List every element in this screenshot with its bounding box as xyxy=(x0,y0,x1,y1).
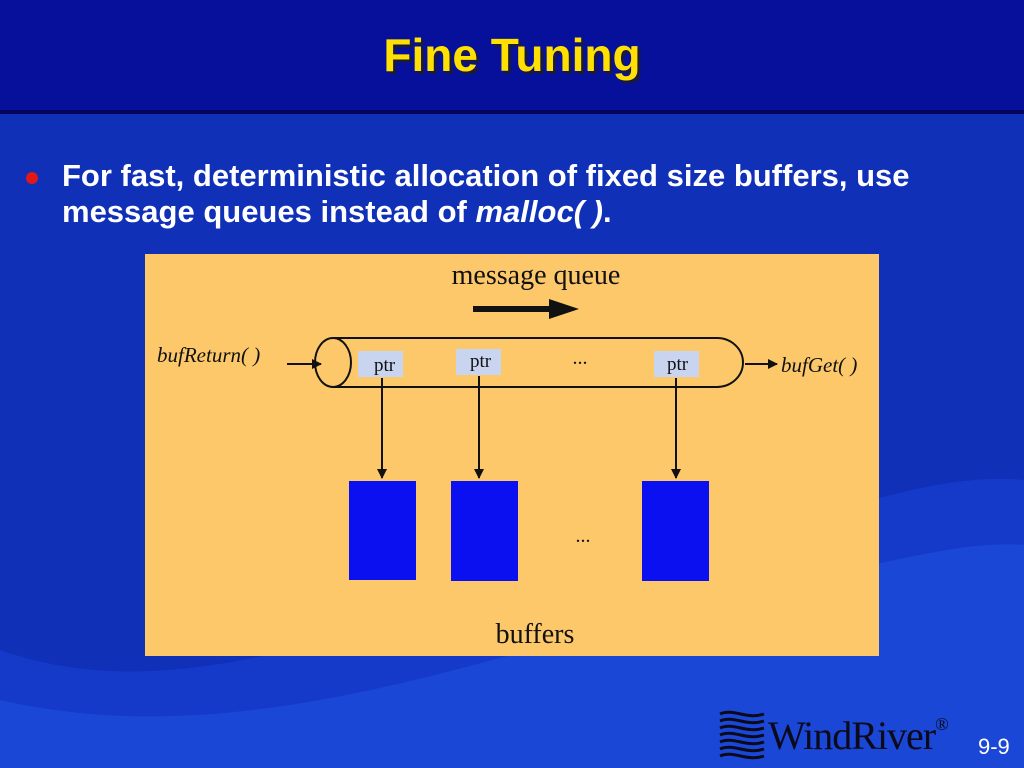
bullet-text: For fast, deterministic allocation of fi… xyxy=(62,158,1012,230)
bullet-text-prefix: For fast, deterministic allocation of fi… xyxy=(62,158,910,229)
bullet-code: malloc( ) xyxy=(475,194,603,229)
logo-name: WindRiver xyxy=(768,713,936,758)
queue-direction-arrow xyxy=(473,299,579,319)
buf-return-label: bufReturn( ) xyxy=(157,343,260,367)
ptr-slot: ptr xyxy=(654,351,699,377)
slide-title: Fine Tuning xyxy=(383,29,641,81)
buf-get-label: bufGet( ) xyxy=(781,353,857,377)
queue-ellipsis: ... xyxy=(573,347,588,369)
windriver-wave-icon xyxy=(719,710,765,760)
bullet-text-suffix: . xyxy=(602,194,612,229)
diagram-panel: message queue bufReturn( ) bufGet( ) ptr… xyxy=(145,254,879,656)
header-divider xyxy=(0,110,1024,114)
queue-label: message queue xyxy=(452,260,621,291)
ptr-label: ptr xyxy=(667,354,689,375)
buffers-label: buffers xyxy=(496,619,575,650)
buffer-block xyxy=(451,481,518,581)
ptr-slot: ptr xyxy=(456,349,501,375)
ptr-slot: ptr xyxy=(358,351,403,377)
windriver-logo: WindRiver® xyxy=(716,706,956,762)
buffers-ellipsis: ... xyxy=(576,525,591,547)
buffer-block xyxy=(349,481,416,580)
buffer-block xyxy=(642,481,709,581)
ptr-label: ptr xyxy=(470,351,492,372)
ptr-label: ptr xyxy=(374,355,396,376)
message-queue-diagram: message queue bufReturn( ) bufGet( ) ptr… xyxy=(157,260,857,650)
registered-mark: ® xyxy=(935,714,949,734)
bullet-dot-icon xyxy=(26,172,38,184)
page-number: 9-9 xyxy=(978,734,1010,759)
slide-header xyxy=(0,0,1024,110)
windriver-wordmark: WindRiver® xyxy=(768,712,949,759)
